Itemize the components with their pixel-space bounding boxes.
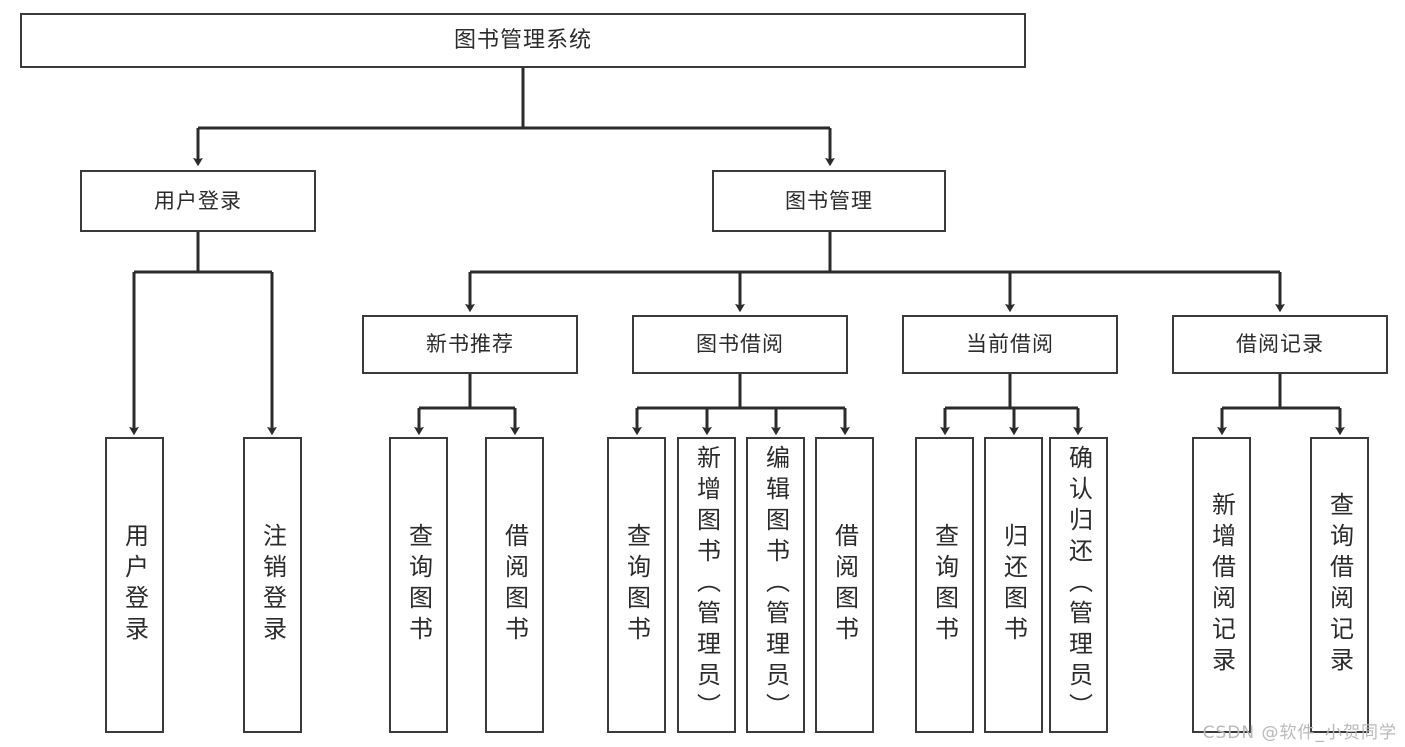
node-book-manage[interactable]: 图书管理 [712, 170, 946, 232]
leaf-confirm-return-label: 确认归还（管理员） [1064, 445, 1093, 724]
node-book-borrow[interactable]: 图书借阅 [632, 315, 848, 374]
leaf-query-book-1[interactable]: 查询图书 [389, 437, 448, 733]
node-current-borrow[interactable]: 当前借阅 [902, 315, 1118, 374]
leaf-borrow-book-1[interactable]: 借阅图书 [485, 437, 544, 733]
leaf-query-book-2-label: 查询图书 [622, 523, 651, 647]
leaf-edit-book[interactable]: 编辑图书（管理员） [746, 437, 805, 733]
node-new-book-rec[interactable]: 新书推荐 [362, 315, 578, 374]
leaf-user-login[interactable]: 用户登录 [105, 437, 164, 733]
leaf-query-book-3[interactable]: 查询图书 [915, 437, 974, 733]
node-borrow-record-label: 借阅记录 [1236, 332, 1324, 357]
node-user-login[interactable]: 用户登录 [80, 170, 316, 232]
watermark: CSDN @软件_小贺同学 [1202, 723, 1397, 743]
leaf-return-book[interactable]: 归还图书 [984, 437, 1043, 733]
leaf-add-record-label: 新增借阅记录 [1207, 492, 1236, 678]
leaf-borrow-book-2[interactable]: 借阅图书 [815, 437, 874, 733]
leaf-borrow-book-2-label: 借阅图书 [830, 523, 859, 647]
leaf-borrow-book-1-label: 借阅图书 [500, 523, 529, 647]
leaf-logout-label: 注销登录 [258, 523, 287, 647]
node-new-book-rec-label: 新书推荐 [426, 332, 514, 357]
node-root[interactable]: 图书管理系统 [20, 13, 1026, 68]
node-book-manage-label: 图书管理 [785, 188, 873, 213]
node-user-login-label: 用户登录 [154, 188, 242, 213]
leaf-return-book-label: 归还图书 [999, 523, 1028, 647]
leaf-add-book[interactable]: 新增图书（管理员） [677, 437, 736, 733]
node-root-label: 图书管理系统 [453, 27, 592, 53]
leaf-query-book-3-label: 查询图书 [930, 523, 959, 647]
leaf-edit-book-label: 编辑图书（管理员） [761, 445, 790, 724]
node-borrow-record[interactable]: 借阅记录 [1172, 315, 1388, 374]
leaf-query-book-2[interactable]: 查询图书 [607, 437, 666, 733]
leaf-add-record[interactable]: 新增借阅记录 [1192, 437, 1251, 733]
node-current-borrow-label: 当前借阅 [966, 332, 1054, 357]
leaf-logout[interactable]: 注销登录 [243, 437, 302, 733]
node-book-borrow-label: 图书借阅 [696, 332, 784, 357]
leaf-user-login-label: 用户登录 [120, 523, 149, 647]
leaf-add-book-label: 新增图书（管理员） [692, 445, 721, 724]
leaf-confirm-return[interactable]: 确认归还（管理员） [1049, 437, 1108, 733]
leaf-query-record[interactable]: 查询借阅记录 [1310, 437, 1369, 733]
leaf-query-book-1-label: 查询图书 [404, 523, 433, 647]
leaf-query-record-label: 查询借阅记录 [1325, 492, 1354, 678]
